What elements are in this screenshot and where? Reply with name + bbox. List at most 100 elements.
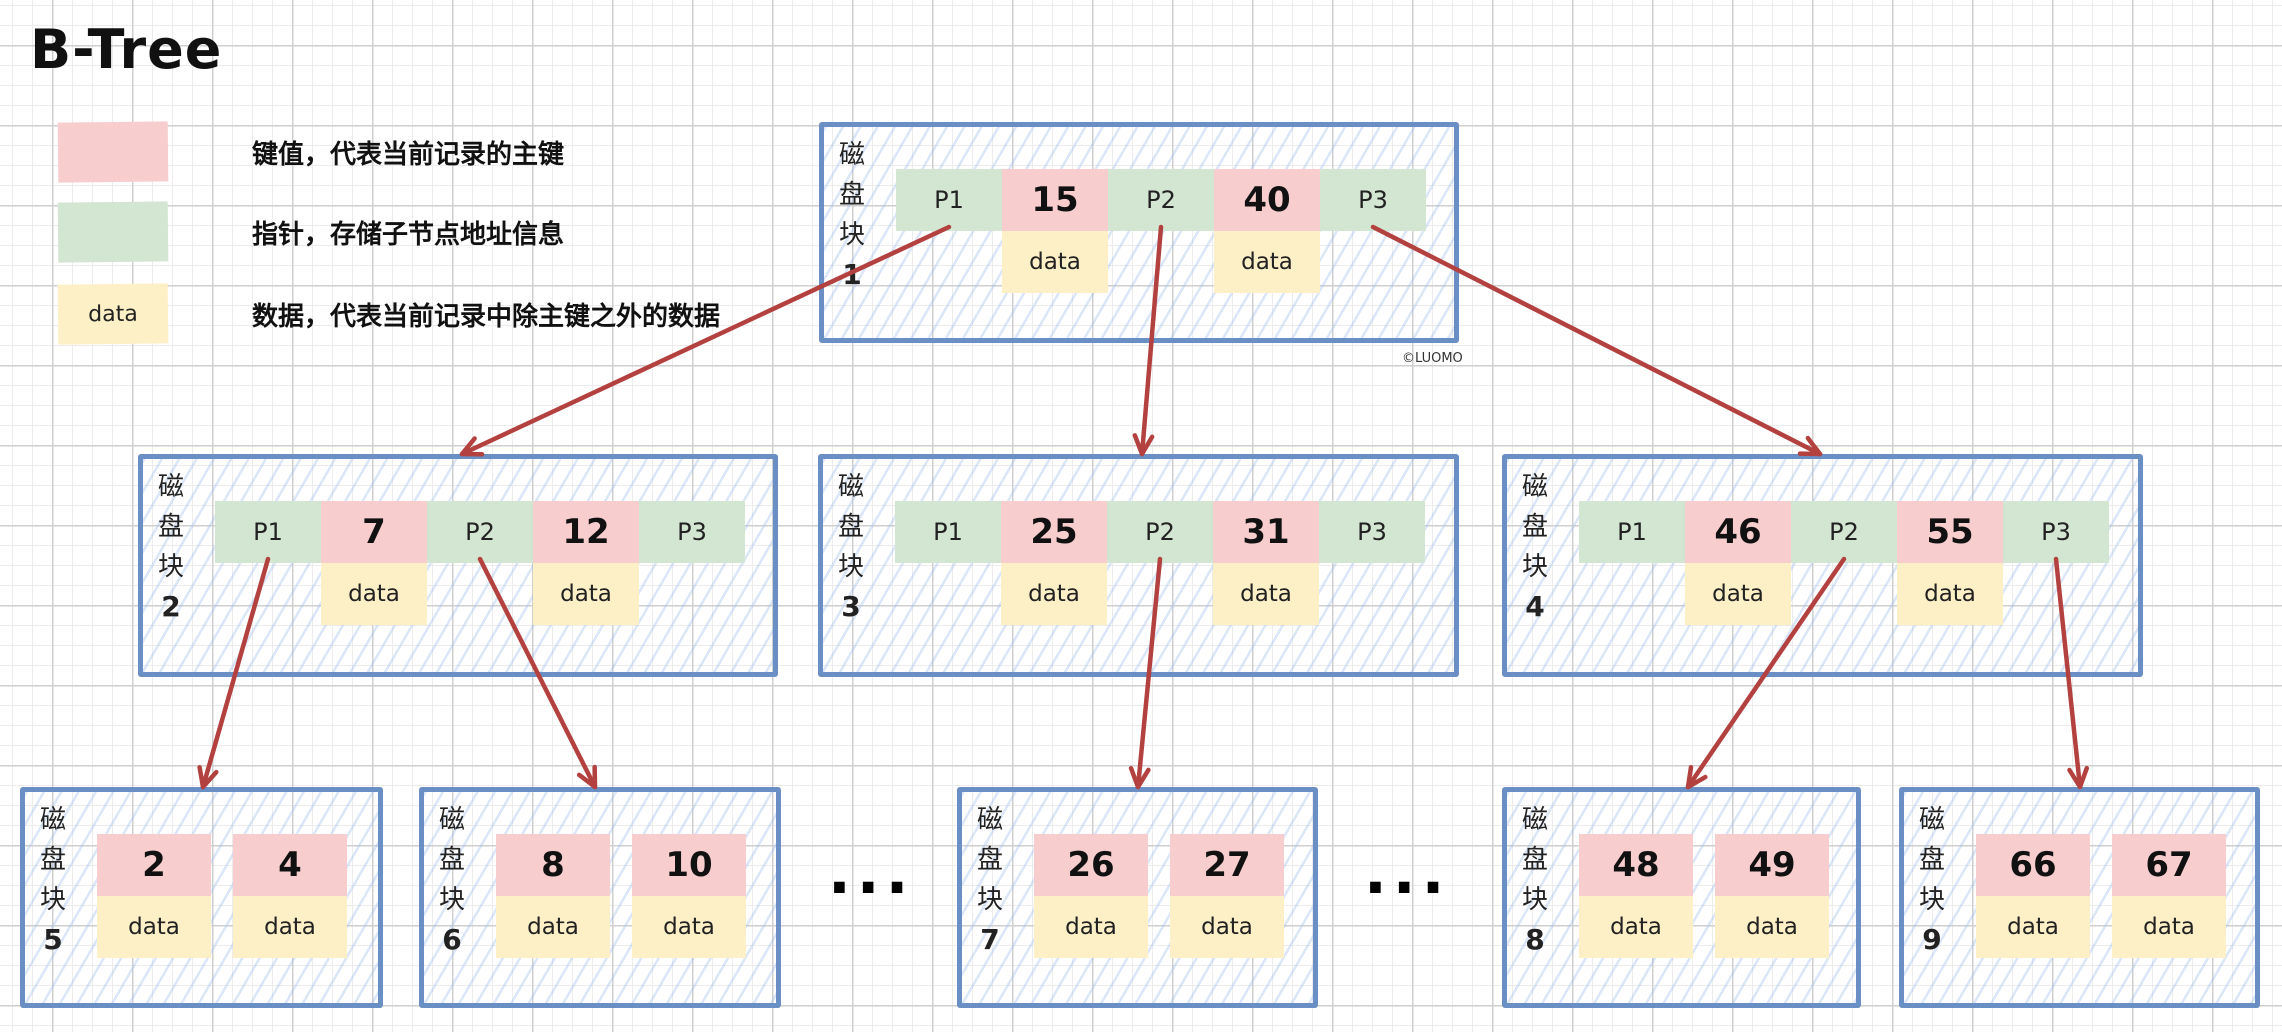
legend-item-key: 键值，代表当前记录的主键 (57, 121, 564, 183)
label-char: 盘 (838, 180, 865, 210)
key-value: 7 (321, 501, 427, 563)
data-cell: data (1001, 563, 1107, 625)
data-swatch: data (57, 283, 169, 345)
arrowhead-icon (1128, 765, 1151, 790)
data-cell: data (533, 563, 639, 625)
legend-text: 指针，存储子节点地址信息 (252, 219, 565, 250)
label-char: 磁 (838, 140, 865, 170)
disk-block-number: 2 (161, 590, 181, 623)
pointer-label: P3 (639, 501, 745, 563)
label-char: 盘 (157, 512, 184, 542)
disk-block-number: 3 (841, 590, 861, 623)
pointer-label: P2 (1791, 501, 1897, 563)
pointer-cell: P1 (896, 169, 1002, 293)
ellipsis-right: ... (1364, 838, 1451, 908)
label-char: 块 (838, 220, 865, 250)
disk-block-number: 1 (842, 258, 862, 291)
data-cell: data (496, 896, 610, 958)
pointer-cell: P2 (427, 501, 533, 625)
label-char: 磁 (39, 805, 66, 835)
disk-block-number: 8 (1525, 923, 1545, 956)
pointer-label: P1 (215, 501, 321, 563)
pointer-cell: P3 (639, 501, 745, 625)
key-value: 12 (533, 501, 639, 563)
arrowhead-icon (1685, 764, 1708, 790)
label-char: 块 (39, 885, 66, 915)
diagram-title: B-Tree (30, 18, 223, 81)
label-char: 块 (837, 552, 864, 582)
watermark: ©LUOMO (1402, 351, 1463, 366)
data-cell: data (1034, 896, 1148, 958)
key-swatch (57, 121, 169, 183)
data-cell: data (1214, 231, 1320, 293)
label-char: 盘 (1521, 845, 1548, 875)
pointer-cell: P3 (1319, 501, 1425, 625)
pointer-swatch (57, 201, 169, 263)
pointer-label: P3 (1319, 501, 1425, 563)
label-char: 块 (976, 885, 1003, 915)
key-value: 31 (1213, 501, 1319, 563)
key-value: 40 (1214, 169, 1320, 231)
data-cell: data (1002, 231, 1108, 293)
label-char: 磁 (1521, 805, 1548, 835)
key-value: 8 (496, 834, 610, 896)
key-value: 67 (2112, 834, 2226, 896)
label-char: 磁 (1521, 472, 1548, 502)
data-cell: data (97, 896, 211, 958)
arrowhead-icon (459, 436, 485, 457)
ellipsis-left: ... (828, 838, 915, 908)
pointer-label: P2 (1108, 169, 1214, 231)
legend-item-data: data 数据，代表当前记录中除主键之外的数据 (57, 283, 721, 345)
pointer-label: P2 (427, 501, 533, 563)
label-char: 磁 (157, 472, 184, 502)
arrowhead-icon (1797, 435, 1823, 457)
data-cell: data (1897, 563, 2003, 625)
disk-block-number: 9 (1922, 923, 1942, 956)
key-value: 15 (1002, 169, 1108, 231)
disk-block-number: 7 (980, 923, 1000, 956)
key-value: 27 (1170, 834, 1284, 896)
data-cell: data (1170, 896, 1284, 958)
pointer-cell: P1 (895, 501, 1001, 625)
pointer-cell: P2 (1108, 169, 1214, 293)
label-char: 盘 (438, 845, 465, 875)
key-value: 10 (632, 834, 746, 896)
label-char: 盘 (39, 845, 66, 875)
label-char: 磁 (1918, 805, 1945, 835)
arrowhead-icon (197, 765, 219, 790)
legend-text: 数据，代表当前记录中除主键之外的数据 (252, 301, 721, 332)
label-char: 盘 (1521, 512, 1548, 542)
data-cell: data (632, 896, 746, 958)
disk-block-number: 6 (442, 923, 462, 956)
pointer-cell: P3 (1320, 169, 1426, 293)
